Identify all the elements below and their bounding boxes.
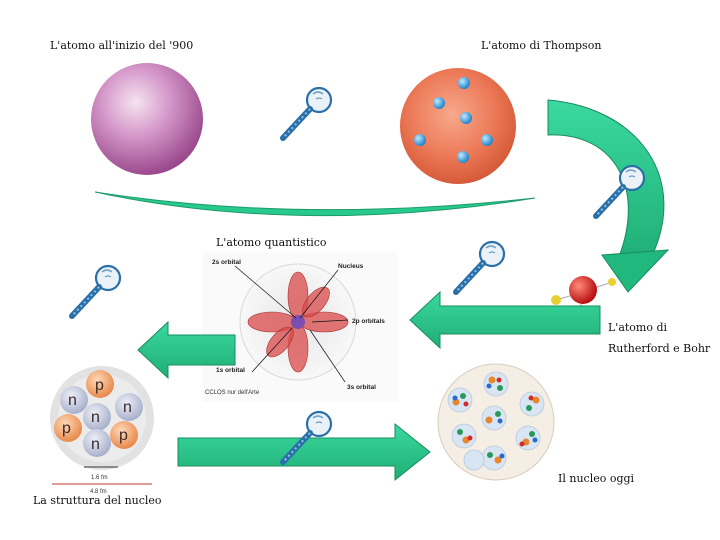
particle-label: n	[91, 409, 100, 426]
scale-label-1: 1.6 fm	[91, 475, 108, 481]
magnifying-glass-icon	[456, 242, 504, 292]
particle-label: p	[95, 377, 104, 394]
arrow-to-quantum	[409, 290, 601, 350]
particle-label: n	[91, 436, 100, 453]
orbital-2p-label: 2p orbitals	[352, 318, 385, 325]
arrow-to-nucleus	[137, 320, 236, 380]
nucleus-label: Nucleus	[338, 263, 364, 270]
label-thompson-atom: L'atomo di Thompson	[481, 39, 602, 52]
label-rutherford-line2: Rutherford e Bohr	[608, 342, 711, 355]
curved-arrow-right	[547, 99, 665, 265]
nucleus-structure: p n n n p n p 1.6 fm 4.8 fm	[50, 366, 154, 495]
label-nucleus-structure: La struttura del nucleo	[33, 494, 162, 507]
label-nucleus-today: Il nucleo oggi	[558, 472, 635, 485]
magnifying-glass-icon	[283, 88, 331, 138]
orbital-figure: 2s orbital Nucleus 2p orbitals 1s orbita…	[203, 252, 398, 402]
orbital-1s-label: 1s orbital	[216, 367, 245, 374]
early-atom-sphere	[91, 63, 203, 175]
modern-nucleus	[437, 363, 555, 481]
particle-label: p	[119, 427, 128, 444]
orbital-2s-label: 2s orbital	[212, 259, 241, 266]
rutherford-atom	[551, 276, 616, 329]
particle-label: n	[123, 399, 132, 416]
magnifying-glass-icon	[72, 266, 120, 316]
particle-label: n	[68, 392, 77, 409]
curved-arrow-top	[94, 191, 536, 217]
label-early-atom: L'atomo all'inizio del '900	[50, 39, 194, 52]
label-rutherford-line1: L'atomo di	[608, 321, 668, 334]
thompson-atom	[400, 68, 516, 184]
orbital-credit: CCLOS nur dell'Arte	[205, 390, 260, 396]
label-quantum-atom: L'atomo quantistico	[216, 236, 327, 249]
curved-arrow-right-head	[601, 249, 670, 293]
particle-label: p	[62, 420, 71, 437]
arrow-to-nucleus-today	[177, 422, 431, 482]
orbital-3s-label: 3s orbital	[347, 384, 376, 391]
scale-label-2: 4.8 fm	[90, 489, 107, 495]
